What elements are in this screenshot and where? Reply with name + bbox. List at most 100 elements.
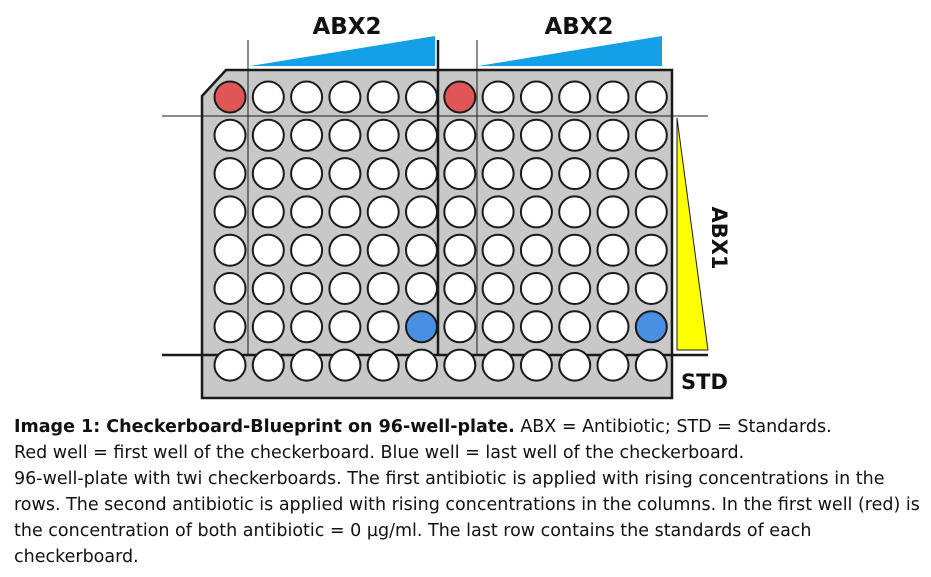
well — [596, 272, 630, 305]
well — [251, 272, 285, 305]
well — [481, 80, 515, 114]
well — [634, 157, 668, 191]
well — [596, 157, 630, 191]
first-well-red — [213, 80, 247, 114]
well — [366, 195, 400, 229]
well — [366, 80, 400, 114]
well — [558, 233, 592, 267]
well — [251, 310, 285, 344]
last-well-blue — [634, 310, 668, 344]
well — [634, 195, 668, 229]
well — [290, 80, 324, 114]
well — [290, 233, 324, 267]
caption-description: 96-well-plate with twi checkerboards. Th… — [14, 469, 920, 567]
well — [328, 233, 362, 267]
caption-title: Image 1: Checkerboard-Blueprint on 96-we… — [14, 417, 515, 437]
well — [366, 157, 400, 191]
standards-well — [213, 348, 247, 382]
standards-well — [519, 348, 553, 382]
well — [558, 157, 592, 191]
well — [366, 233, 400, 267]
wells-grid — [213, 80, 668, 382]
well — [328, 272, 362, 305]
standards-well — [558, 348, 592, 382]
well — [558, 272, 592, 305]
well — [213, 157, 247, 191]
well — [519, 310, 553, 344]
well — [481, 233, 515, 267]
well — [519, 157, 553, 191]
well — [481, 157, 515, 191]
well — [443, 272, 477, 305]
well — [290, 118, 324, 152]
well — [443, 118, 477, 152]
well — [443, 195, 477, 229]
well — [519, 118, 553, 152]
well — [366, 272, 400, 305]
well — [213, 118, 247, 152]
well — [328, 118, 362, 152]
well — [596, 233, 630, 267]
well — [328, 310, 362, 344]
well — [251, 80, 285, 114]
well — [596, 118, 630, 152]
well — [596, 195, 630, 229]
well — [634, 80, 668, 114]
std-label: STD — [681, 370, 728, 394]
well — [328, 80, 362, 114]
well — [213, 195, 247, 229]
standards-well — [634, 348, 668, 382]
abx2-right-concentration-wedge — [478, 36, 662, 66]
well — [405, 272, 438, 305]
well — [596, 80, 630, 114]
well — [596, 310, 630, 344]
last-well-blue — [405, 310, 438, 344]
well — [213, 272, 247, 305]
well — [443, 233, 477, 267]
well — [251, 233, 285, 267]
figure-caption: Image 1: Checkerboard-Blueprint on 96-we… — [14, 414, 924, 570]
well — [634, 233, 668, 267]
well — [443, 157, 477, 191]
well — [634, 118, 668, 152]
well — [251, 195, 285, 229]
guide-lines — [162, 40, 708, 355]
well — [519, 233, 553, 267]
well — [290, 272, 324, 305]
well — [558, 195, 592, 229]
well — [443, 310, 477, 344]
well — [634, 272, 668, 305]
well — [290, 195, 324, 229]
abx2-right-label: ABX2 — [544, 14, 613, 40]
standards-well — [366, 348, 400, 382]
standards-well — [481, 348, 515, 382]
well — [405, 157, 438, 191]
well — [558, 118, 592, 152]
well — [251, 157, 285, 191]
abx2-left-concentration-wedge — [250, 36, 435, 66]
well — [481, 310, 515, 344]
abx1-concentration-wedge — [676, 117, 709, 351]
well — [519, 195, 553, 229]
standards-well — [328, 348, 362, 382]
well — [290, 157, 324, 191]
first-well-red — [443, 80, 477, 114]
well — [519, 80, 553, 114]
caption-line-2: Red well = first well of the checkerboar… — [14, 443, 745, 463]
well — [405, 233, 438, 267]
well — [405, 195, 438, 229]
well — [519, 272, 553, 305]
well — [328, 157, 362, 191]
well — [366, 118, 400, 152]
well — [213, 233, 247, 267]
standards-well — [290, 348, 324, 382]
well — [213, 310, 247, 344]
standards-well — [251, 348, 285, 382]
standards-well — [596, 348, 630, 382]
well — [251, 118, 285, 152]
abx1-label: ABX1 — [707, 206, 731, 269]
well — [481, 195, 515, 229]
standards-well — [443, 348, 477, 382]
well — [405, 80, 438, 114]
well — [328, 195, 362, 229]
